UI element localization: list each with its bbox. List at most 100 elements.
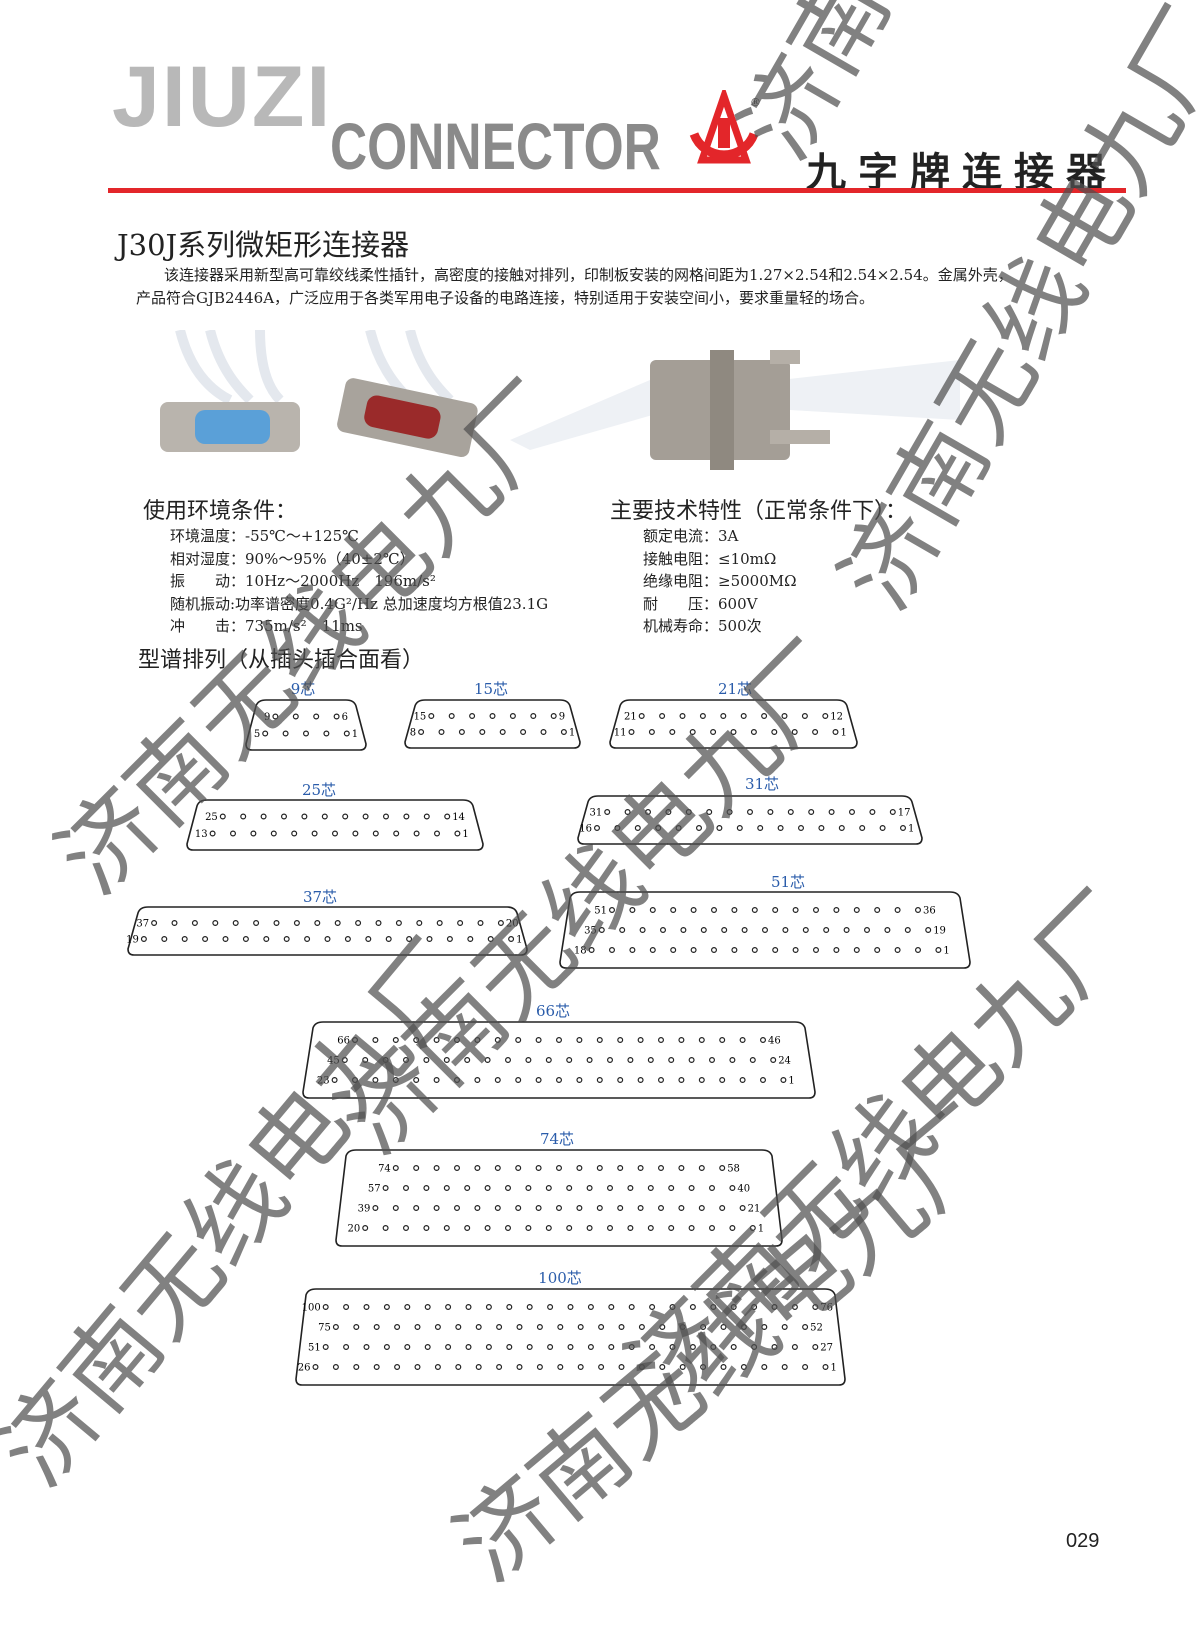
pin-contact: [780, 1076, 787, 1083]
pin-contact: [433, 1164, 440, 1171]
pin-contact: [416, 919, 423, 926]
pin-label-start: 37: [136, 919, 149, 930]
pin-contact: [668, 1224, 675, 1231]
pin-contact: [497, 919, 504, 926]
pin-contact: [525, 1056, 532, 1063]
pin-contact: [719, 1076, 726, 1083]
pin-contact: [171, 919, 178, 926]
pin-contact: [614, 824, 621, 831]
pin-contact: [209, 830, 216, 837]
pin-contact: [282, 730, 289, 737]
pin-contact: [679, 712, 686, 719]
pin-label-start: 8: [410, 728, 416, 739]
pin-contact: [212, 919, 219, 926]
pin-contact: [679, 1323, 686, 1330]
pin-contact: [505, 1224, 512, 1231]
pin-label-end: 12: [830, 712, 843, 723]
pin-contact: [464, 1224, 471, 1231]
pin-contact: [649, 1343, 656, 1350]
pin-contact: [606, 1184, 613, 1191]
pin-contact: [454, 1204, 461, 1211]
pin-contact: [604, 808, 611, 815]
pin-label-end: 1: [462, 829, 468, 840]
pin-contact: [914, 906, 921, 913]
pin-label-end: 17: [898, 808, 911, 819]
pin-contact: [540, 728, 547, 735]
pin-contact: [545, 1224, 552, 1231]
pin-contact: [859, 824, 866, 831]
pin-contact: [679, 1363, 686, 1370]
pin-label-start: 18: [574, 946, 587, 957]
pin-contact: [341, 1056, 348, 1063]
pin-contact: [496, 1363, 503, 1370]
pin-contact: [690, 946, 697, 953]
pin-contact: [657, 1204, 664, 1211]
pin-contact: [434, 1323, 441, 1330]
pin-contact: [363, 1343, 370, 1350]
tech-spec-item: 绝缘电阻：≥5000MΩ: [643, 572, 797, 590]
pin-contact: [434, 830, 441, 837]
pin-contact: [477, 919, 484, 926]
pin-contact: [414, 1323, 421, 1330]
pin-contact: [555, 1076, 562, 1083]
tech-spec-list: 额定电流：3A 接触电阻：≤10mΩ 绝缘电阻：≥5000MΩ 耐 压：600V…: [643, 525, 797, 638]
env-spec-item: 振 动：10Hz～2000Hz 196m/s²: [170, 572, 436, 590]
pin-contact: [474, 1204, 481, 1211]
tech-spec-item: 额定电流：3A: [643, 527, 739, 545]
pin-label-end: 24: [778, 1056, 791, 1067]
pin-contact: [404, 1303, 411, 1310]
pin-contact: [393, 830, 400, 837]
connector-shell: [302, 1021, 816, 1099]
pin-contact: [550, 712, 557, 719]
connector-title: 100芯: [538, 1269, 582, 1287]
pin-contact: [322, 1303, 329, 1310]
pin-label-end: 20: [506, 919, 519, 930]
pin-contact: [484, 1184, 491, 1191]
pin-contact: [812, 946, 819, 953]
pin-contact: [699, 712, 706, 719]
pin-contact: [689, 1303, 696, 1310]
pin-contact: [536, 1323, 543, 1330]
pin-contact: [781, 712, 788, 719]
pin-contact: [304, 935, 311, 942]
pin-contact: [474, 1076, 481, 1083]
pin-contact: [314, 919, 321, 926]
pin-contact: [467, 935, 474, 942]
pin-contact: [496, 1323, 503, 1330]
connector-shell: [404, 699, 581, 749]
pin-contact: [555, 1204, 562, 1211]
pin-contact: [740, 1363, 747, 1370]
pin-contact: [403, 1184, 410, 1191]
pin-contact: [576, 1076, 583, 1083]
pin-label-start: 75: [318, 1323, 331, 1334]
pin-contact: [782, 926, 789, 933]
pin-contact: [627, 1056, 634, 1063]
pin-contact: [751, 1343, 758, 1350]
pin-contact: [403, 1224, 410, 1231]
pin-contact: [729, 1184, 736, 1191]
connector-title: 74芯: [540, 1130, 574, 1148]
pin-contact: [708, 1224, 715, 1231]
pin-contact: [270, 830, 277, 837]
pin-contact: [629, 946, 636, 953]
pin-contact: [617, 1204, 624, 1211]
pin-contact: [525, 1184, 532, 1191]
pin-contact: [484, 1224, 491, 1231]
pin-contact: [598, 1323, 605, 1330]
pin-contact: [253, 919, 260, 926]
pin-label-start: 45: [327, 1056, 340, 1067]
pin-contact: [617, 1076, 624, 1083]
pin-contact: [832, 728, 839, 735]
pin-contact: [494, 1204, 501, 1211]
pin-contact: [598, 926, 605, 933]
pin-contact: [720, 712, 727, 719]
pin-contact: [240, 813, 247, 820]
pin-contact: [812, 906, 819, 913]
pin-contact: [423, 813, 430, 820]
pin-contact: [272, 713, 279, 720]
pin-contact: [454, 1076, 461, 1083]
pin-contact: [649, 946, 656, 953]
pin-contact: [392, 1076, 399, 1083]
pin-contact: [355, 919, 362, 926]
pin-contact: [665, 808, 672, 815]
